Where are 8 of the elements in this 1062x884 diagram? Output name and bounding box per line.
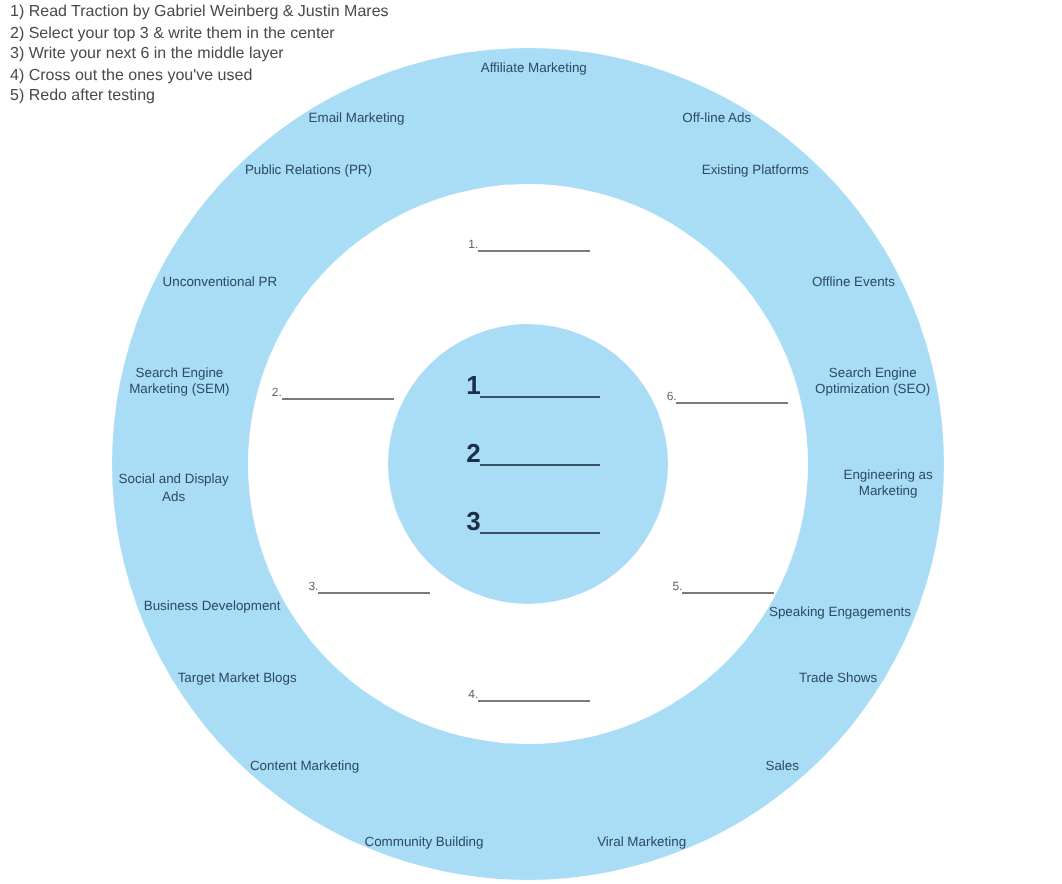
- instruction-text: 3) Write your next 6 in the middle layer: [10, 44, 286, 65]
- instruction-text: 2) Select your top 3 & write them in the center: [10, 23, 337, 44]
- rank-number: 2: [466, 440, 481, 467]
- instruction-text: 5) Redo after testing: [10, 86, 157, 107]
- rank-number: 3: [466, 507, 481, 534]
- instruction-text: 1) Read Traction by Gabriel Weinberg & Justin Mares: [10, 2, 389, 23]
- rank-number: 1: [466, 372, 481, 399]
- instruction-text: 4) Cross out the ones you've used: [10, 65, 255, 86]
